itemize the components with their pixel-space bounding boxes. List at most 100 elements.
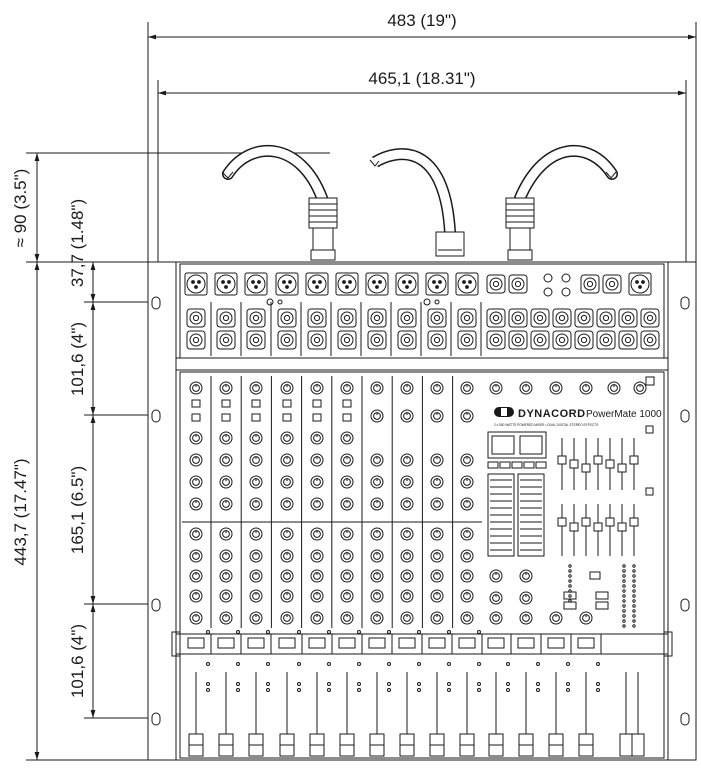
meter-led (622, 624, 626, 628)
led (417, 682, 421, 686)
jack-hole (433, 336, 441, 344)
xlr-ring (427, 274, 447, 294)
led (236, 682, 240, 686)
jack-hole (463, 314, 471, 322)
button (595, 601, 609, 610)
xlr-pin (251, 280, 255, 284)
xlr-pin (348, 280, 352, 284)
jack-ring (643, 333, 657, 347)
eq-slider (617, 522, 627, 532)
screw (423, 298, 431, 306)
knob (280, 589, 294, 603)
knob (549, 611, 563, 625)
knob (280, 549, 294, 563)
jack-hole (222, 314, 230, 322)
led (566, 682, 570, 686)
jack-hole (646, 314, 654, 322)
eq-slider (557, 455, 567, 465)
mute-button (517, 637, 535, 649)
xlr-socket (184, 272, 208, 296)
led (447, 682, 451, 686)
xlr-ring (216, 274, 236, 294)
knob (400, 527, 414, 541)
led (506, 688, 510, 692)
knob (280, 381, 294, 395)
knob (519, 591, 533, 605)
knob (400, 475, 414, 489)
jack-socket (486, 274, 506, 294)
knob (430, 381, 444, 395)
eq-slider (593, 522, 603, 532)
xlr-socket (214, 272, 238, 296)
knob (430, 409, 444, 423)
knob (189, 381, 203, 395)
led (568, 569, 572, 573)
knob (579, 381, 593, 395)
xlr-pin (342, 280, 346, 284)
jack-ring (189, 311, 203, 325)
preset-button (499, 461, 511, 469)
jack-socket (552, 330, 572, 350)
knob (310, 527, 324, 541)
knob (310, 569, 324, 583)
knob (340, 527, 354, 541)
xlr-ring (457, 274, 477, 294)
knob (579, 611, 593, 625)
xlr-socket (275, 272, 299, 296)
knob (189, 589, 203, 603)
knob (489, 381, 503, 395)
knob (310, 431, 324, 445)
meter-led (632, 614, 636, 618)
xlr-pin (288, 280, 292, 284)
jack-hole (313, 336, 321, 344)
mute-button (577, 637, 595, 649)
button (312, 413, 322, 422)
mute-button (278, 637, 296, 649)
knob (460, 589, 474, 603)
jack-ring (370, 311, 384, 325)
knob (519, 381, 533, 395)
jack-ring (533, 311, 547, 325)
jack-ring (555, 311, 569, 325)
jack-socket (397, 330, 417, 350)
jack-socket (596, 308, 616, 328)
xlr-pin (312, 280, 316, 284)
knob (460, 611, 474, 625)
jack-ring (430, 333, 444, 347)
led (266, 682, 270, 686)
led (327, 662, 331, 666)
jack-socket (486, 330, 506, 350)
xlr-pin (224, 285, 228, 289)
knob (430, 549, 444, 563)
rack-ears (147, 261, 697, 761)
channel-strips (182, 376, 482, 634)
eq-slider (581, 517, 591, 527)
knob (370, 497, 384, 511)
button (342, 399, 352, 408)
knob (340, 569, 354, 583)
xlr-pin (257, 280, 261, 284)
preset-button (487, 461, 499, 469)
jack-socket (640, 330, 660, 350)
meter-led (632, 619, 636, 623)
xlr-pin (318, 280, 322, 284)
jack-ring (577, 311, 591, 325)
dim-label-inner-width: 465,1 (18.31") (368, 69, 475, 88)
knob (430, 497, 444, 511)
knob (370, 381, 384, 395)
led (236, 688, 240, 692)
jack-socket (186, 330, 206, 350)
knob (219, 431, 233, 445)
knob (400, 381, 414, 395)
led (506, 682, 510, 686)
cable-connector-right (505, 197, 535, 261)
button (342, 413, 352, 422)
xlr-pin (315, 285, 319, 289)
rail-end (663, 631, 673, 657)
meter-led (632, 589, 636, 593)
knob (400, 589, 414, 603)
jack-ring (219, 311, 233, 325)
knob (249, 453, 263, 467)
led (596, 682, 600, 686)
knob (249, 497, 263, 511)
